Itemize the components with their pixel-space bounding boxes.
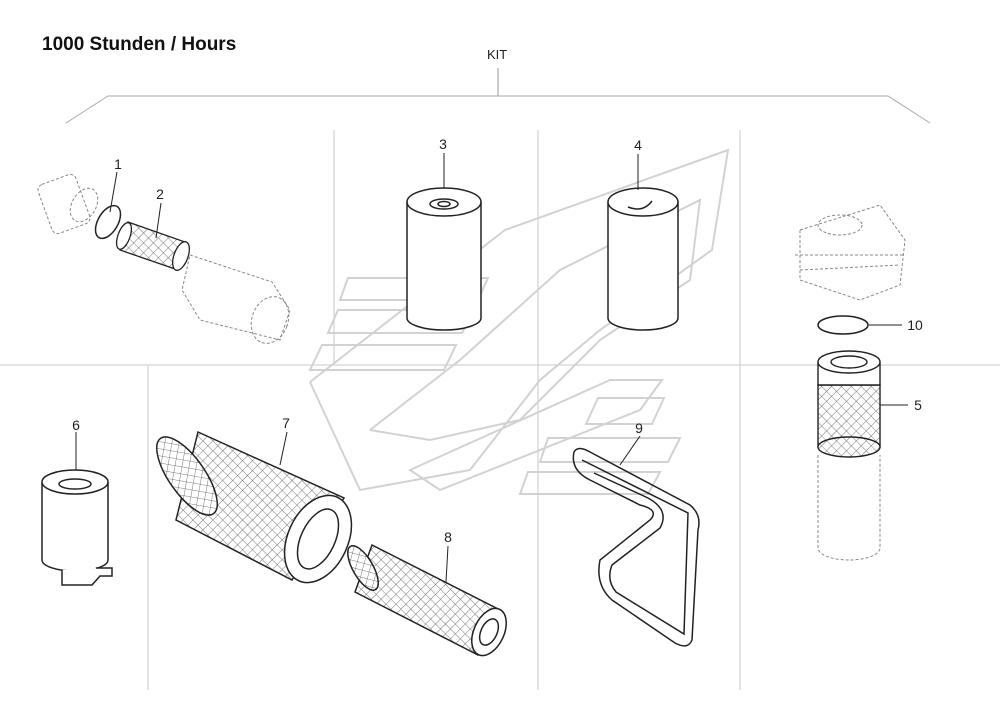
hydraulic-filter-part-5 — [817, 350, 881, 458]
panel-grid — [0, 130, 1000, 690]
air-filter-inner-part-8 — [347, 543, 507, 657]
callout-5: 5 — [914, 397, 922, 413]
seal-ring-part-10 — [817, 315, 869, 335]
fuel-prefilter-part-6 — [41, 469, 113, 586]
callout-9: 9 — [635, 420, 643, 436]
strainer-part-2 — [115, 221, 190, 271]
oil-filter-part-3 — [406, 187, 482, 331]
callout-6: 6 — [72, 417, 80, 433]
fuel-filter-part-4 — [607, 187, 679, 331]
kit-bracket — [65, 68, 931, 124]
page-title: 1000 Stunden / Hours — [42, 34, 237, 55]
drive-belt-part-9 — [572, 447, 700, 647]
o-ring-part-1 — [94, 204, 122, 240]
leader-lines — [75, 153, 908, 583]
callout-3: 3 — [439, 136, 447, 152]
callout-2: 2 — [156, 186, 164, 202]
callout-7: 7 — [282, 415, 290, 431]
filter-housing-context — [795, 204, 906, 561]
air-filter-outer-part-7 — [156, 430, 353, 584]
callout-4: 4 — [634, 137, 642, 153]
callout-8: 8 — [444, 529, 452, 545]
callout-1: 1 — [114, 156, 122, 172]
kit-label: KIT — [487, 47, 508, 62]
fitting-context — [37, 173, 291, 344]
callout-10: 10 — [907, 317, 923, 333]
